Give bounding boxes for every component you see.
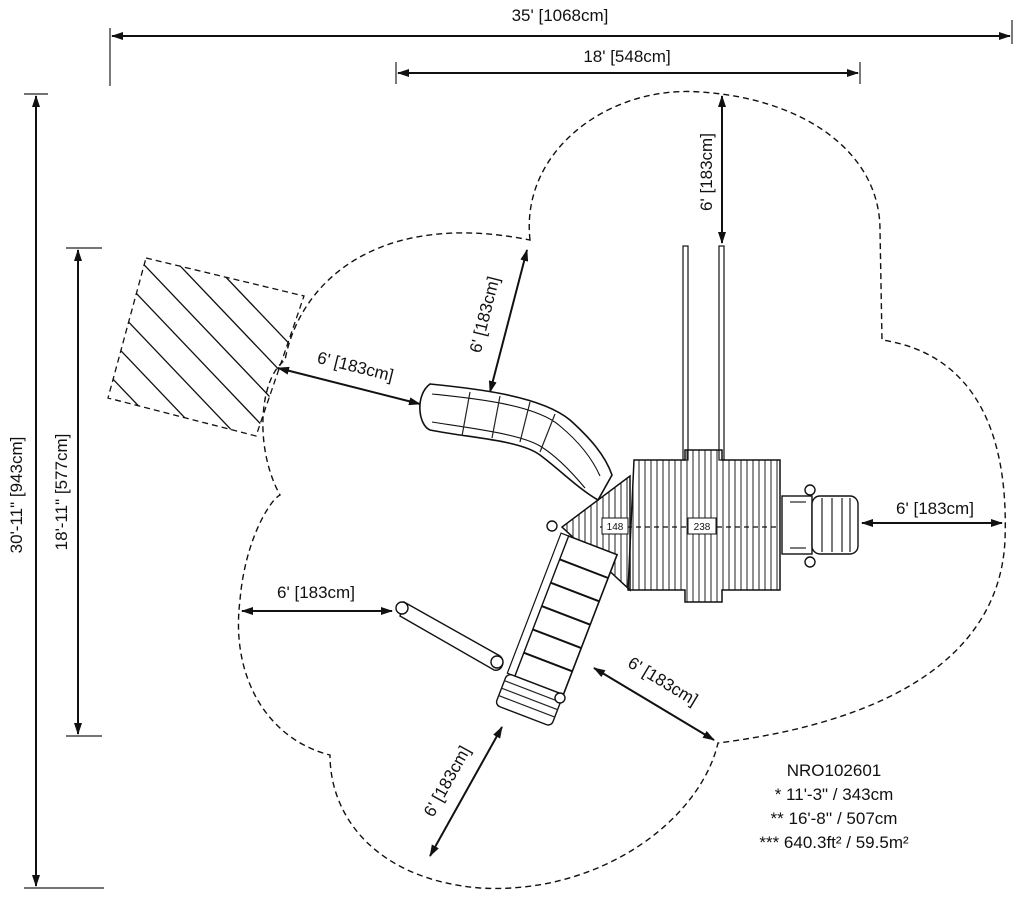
clearance-right-label: 6' [183cm] [896, 499, 974, 518]
svg-text:148: 148 [607, 522, 624, 533]
overall-depth-label: 30'-11" [943cm] [7, 437, 26, 554]
deck-label-238: 238 [687, 517, 717, 535]
overall-depth-dimension: 30'-11" [943cm] [7, 93, 104, 889]
clearance-top-dimension: 6' [183cm] [697, 95, 726, 244]
clearance-slide-side-label: 6' [183cm] [466, 275, 503, 355]
overall-width-label: 35' [1068cm] [512, 6, 609, 25]
model-number: NRO102601 [787, 761, 882, 780]
structure-width-label: 18' [548cm] [583, 47, 670, 66]
handle-bottom [554, 692, 566, 704]
clearance-right-dimension: 6' [183cm] [861, 499, 1003, 527]
info-line-2: ** 16'-8'' / 507cm [771, 809, 898, 828]
clearance-bottom-label: 6' [183cm] [420, 743, 474, 820]
curved-slide [419, 383, 613, 502]
info-line-1: * 11'-3" / 343cm [775, 785, 894, 804]
structure-depth-label: 18'-11" [577cm] [52, 434, 71, 551]
handle-left [546, 520, 558, 532]
clearance-lower-right-label: 6' [183cm] [625, 653, 702, 709]
freestanding-climber [395, 600, 504, 671]
clearance-bottom-dimension: 6' [183cm] [420, 726, 503, 857]
info-line-3: *** 640.3ft² / 59.5m² [759, 833, 909, 852]
structure-width-dimension: 18' [548cm] [395, 47, 861, 84]
clearance-left-dimension: 6' [183cm] [241, 583, 393, 615]
right-climber [781, 484, 859, 568]
clearance-left-label: 6' [183cm] [277, 583, 355, 602]
use-zone-outline [237, 90, 1006, 890]
info-block: NRO102601 * 11'-3" / 343cm ** 16'-8'' / … [759, 761, 909, 852]
upright-poles [682, 245, 725, 461]
clearance-slide-side-dimension: 6' [183cm] [466, 249, 529, 393]
play-structure: 148 238 [395, 245, 859, 726]
structure-depth-dimension: 18'-11" [577cm] [52, 247, 102, 737]
deck-label-148: 148 [601, 517, 629, 535]
clearance-slide-end-dimension: 6' [183cm] [277, 348, 421, 406]
overall-width-dimension: 35' [1068cm] [109, 6, 1013, 86]
ladder [495, 532, 619, 726]
clearance-lower-right-dimension: 6' [183cm] [593, 653, 715, 741]
clearance-top-label: 6' [183cm] [697, 133, 716, 211]
svg-text:238: 238 [694, 522, 711, 533]
